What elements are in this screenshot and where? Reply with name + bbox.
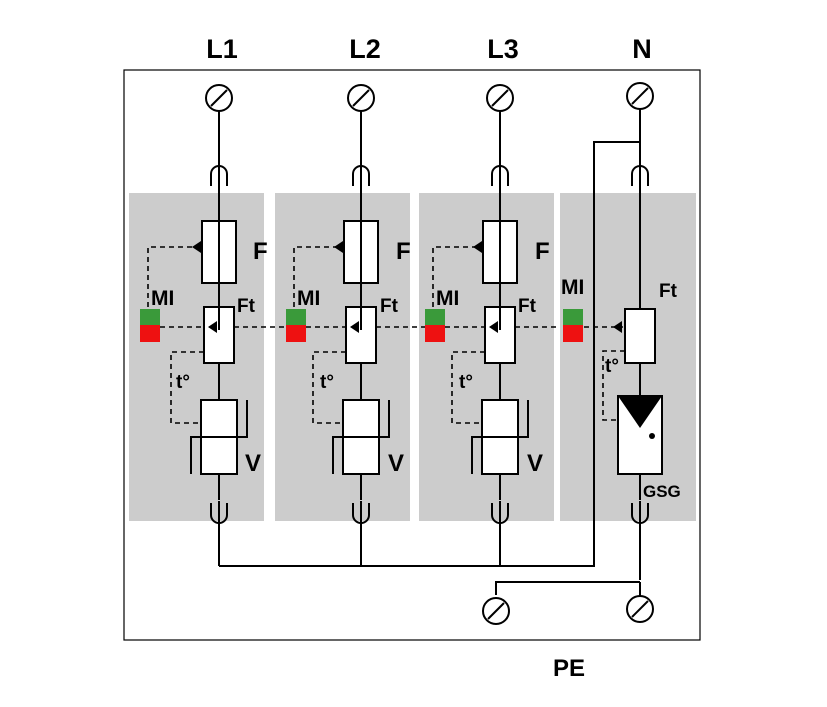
varistor-curve — [190, 400, 248, 474]
gsg-triangle — [618, 396, 662, 428]
indicator-label: MI — [436, 287, 459, 310]
varistor-label: V — [388, 450, 404, 477]
enclosure-frame — [123, 69, 701, 641]
gsg-label: GSG — [643, 482, 681, 501]
indicator-red — [563, 325, 583, 342]
varistor-curve — [471, 400, 529, 474]
terminal-label-n: N — [632, 34, 652, 64]
common-bus — [219, 141, 640, 567]
indicator-green — [286, 309, 306, 325]
fuse-label: F — [535, 238, 550, 265]
thermal-fuse-label: Ft — [380, 296, 399, 317]
indicator-green — [425, 309, 445, 325]
thermal-coupling — [451, 351, 485, 424]
indicator-red — [425, 325, 445, 342]
terminal-screw-top-slot — [210, 89, 228, 107]
circuits — [140, 82, 663, 625]
varistor-label: V — [527, 450, 543, 477]
indicator-chain-arrow — [613, 321, 622, 333]
thermal-fuse-label: Ft — [237, 296, 256, 317]
terminal-screw-pe-slot — [487, 602, 505, 620]
fuse-label: F — [253, 238, 268, 265]
varistor-curve — [332, 400, 390, 474]
indicator-label: MI — [561, 276, 584, 299]
fuse-trip-arrow — [192, 241, 201, 253]
thermal-coupling — [312, 351, 346, 424]
fuse-trip-link — [293, 246, 337, 307]
thermal-coupling — [602, 350, 625, 421]
terminal-label-l2: L2 — [349, 34, 381, 64]
fuse-trip-link — [432, 246, 476, 307]
terminal-screw-pe-slot — [631, 600, 649, 618]
terminal-label-l1: L1 — [206, 34, 238, 64]
module-l1-bg — [129, 193, 264, 521]
temperature-label: t° — [176, 372, 190, 393]
fuse-trip-arrow — [473, 241, 482, 253]
fuse-label: F — [396, 238, 411, 265]
terminal-screw-top-slot — [631, 87, 649, 105]
indicator-label: MI — [297, 287, 320, 310]
thermal-fuse-label: Ft — [659, 281, 678, 302]
indicator-green — [563, 309, 583, 325]
thermal-fuse-ft — [624, 308, 656, 364]
indicator-label: MI — [151, 287, 174, 310]
thermal-fuse-label: Ft — [518, 296, 537, 317]
temperature-label: t° — [459, 372, 473, 393]
indicator-green — [140, 309, 160, 325]
ft-arrow — [489, 321, 498, 333]
pe-bus — [495, 581, 640, 595]
gsg-dot — [649, 433, 655, 439]
thermal-coupling — [170, 351, 204, 424]
ft-arrow — [350, 321, 359, 333]
fuse-trip-arrow — [334, 241, 343, 253]
terminal-label-l3: L3 — [487, 34, 519, 64]
temperature-label: t° — [320, 372, 334, 393]
indicator-red — [140, 325, 160, 342]
indicator-red — [286, 325, 306, 342]
ft-arrow — [208, 321, 217, 333]
varistor-label: V — [245, 450, 261, 477]
terminal-screw-top-slot — [352, 89, 370, 107]
terminal-label-pe: PE — [553, 655, 585, 682]
terminal-screw-top-slot — [491, 89, 509, 107]
temperature-label: t° — [605, 356, 619, 377]
fuse-trip-link — [147, 246, 195, 307]
